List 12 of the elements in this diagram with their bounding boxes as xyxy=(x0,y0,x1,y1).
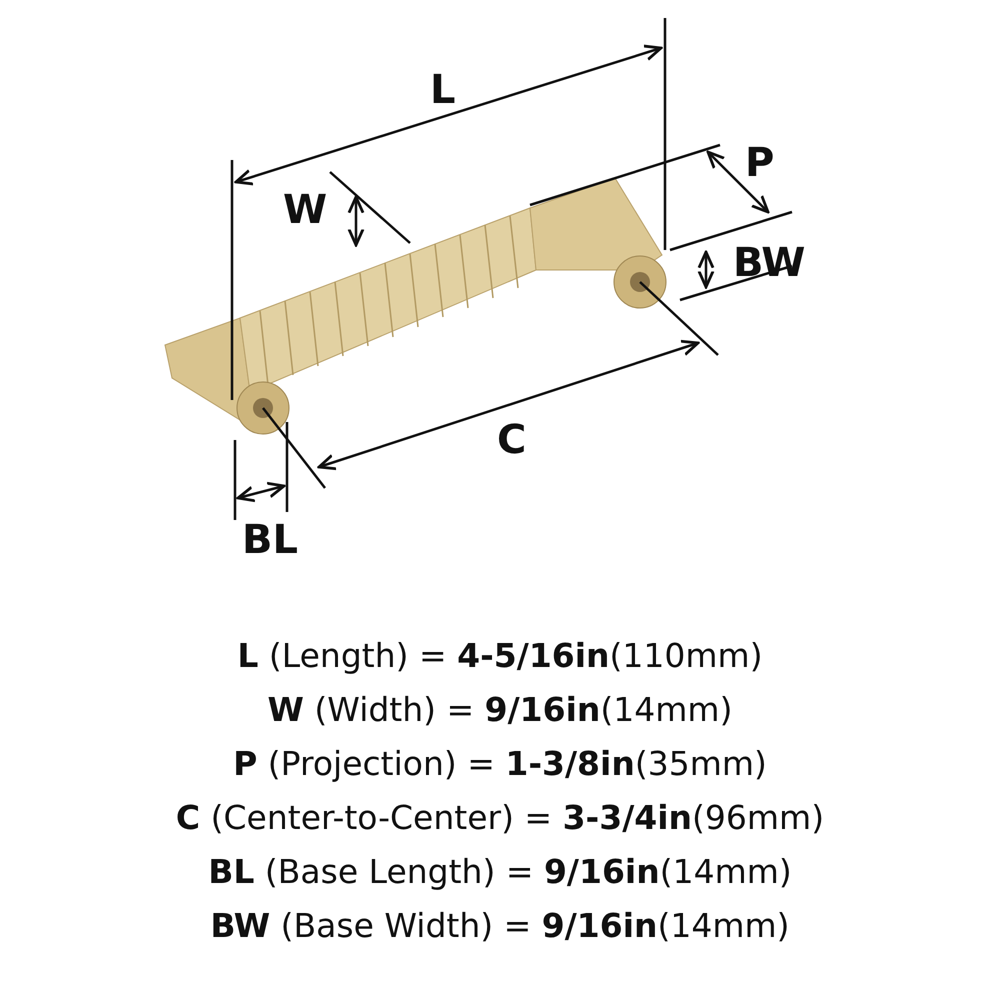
specification-line: BW (Base Width) = 9/16in(14mm) xyxy=(210,906,790,945)
specification-line: W (Width) = 9/16in(14mm) xyxy=(268,690,732,729)
dimension-letter: BL xyxy=(242,520,298,560)
dimension-letter: L xyxy=(430,70,456,110)
dimension-letter: P xyxy=(745,143,774,183)
specification-line: C (Center-to-Center) = 3-3/4in(96mm) xyxy=(176,798,824,837)
dimension-letter: BW xyxy=(733,243,806,283)
dimension-letter: W xyxy=(283,190,328,230)
specification-line: L (Length) = 4-5/16in(110mm) xyxy=(237,636,763,675)
specification-line: P (Projection) = 1-3/8in(35mm) xyxy=(233,744,767,783)
dimension-letter: C xyxy=(497,420,526,460)
specification-line: BL (Base Length) = 9/16in(14mm) xyxy=(208,852,792,891)
